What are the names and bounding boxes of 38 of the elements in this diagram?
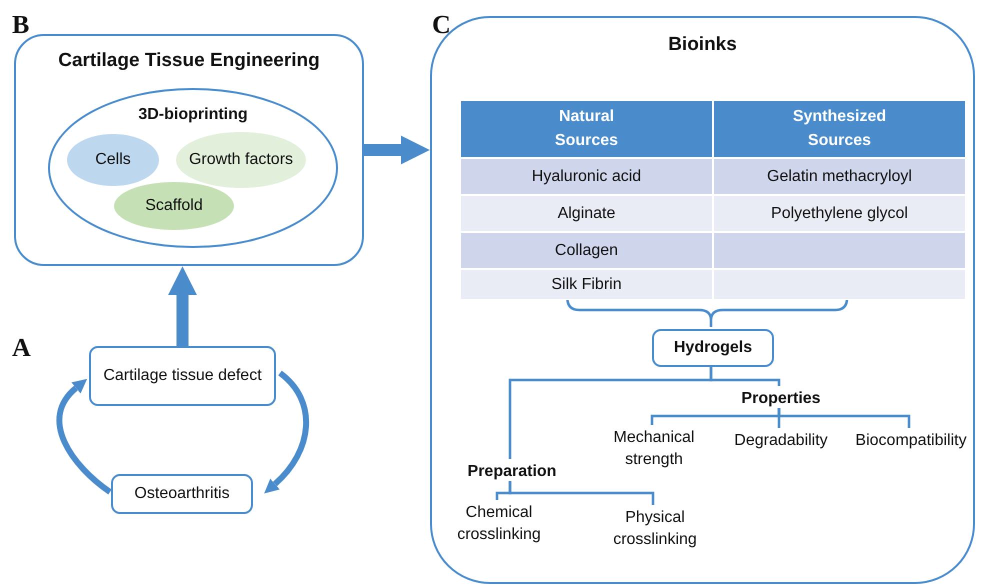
curved-arrow xyxy=(264,370,309,494)
ellipse-node: Cells xyxy=(67,134,159,186)
connector-line xyxy=(508,481,654,505)
process-box: Hydrogels xyxy=(652,329,774,367)
table-cell: Collagen xyxy=(461,233,712,268)
curved-arrow xyxy=(56,378,112,494)
process-box: Cartilage tissue defect xyxy=(89,346,276,406)
branch-label: Degradability xyxy=(720,430,842,452)
ellipse-node: Scaffold xyxy=(114,182,234,230)
table-header-cell: Synthesized Sources xyxy=(714,101,965,157)
group-title: Bioinks xyxy=(667,34,738,56)
process-box: Osteoarthritis xyxy=(111,474,253,514)
table-cell: Gelatin methacryloyl xyxy=(714,159,965,194)
branch-label: Chemical crosslinking xyxy=(442,502,556,546)
branch-label: Properties xyxy=(731,388,831,410)
branch-label: Mechanical strength xyxy=(600,427,708,471)
group-title: 3D-bioprinting xyxy=(137,105,249,125)
connector-line xyxy=(778,408,910,428)
branch-label: Preparation xyxy=(457,461,567,483)
table-header-cell: Natural Sources xyxy=(461,101,712,157)
ellipse-node: Growth factors xyxy=(176,132,306,188)
group-box xyxy=(14,34,364,266)
table-cell: Silk Fibrin xyxy=(461,270,712,299)
table xyxy=(461,101,965,299)
table-cell: Alginate xyxy=(461,196,712,231)
group-box xyxy=(430,16,975,584)
table-cell: Hyaluronic acid xyxy=(461,159,712,194)
group-ellipse xyxy=(48,88,338,248)
panel-letter: C xyxy=(432,10,451,40)
table-cell: Polyethylene glycol xyxy=(714,196,965,231)
block-arrow xyxy=(364,136,430,164)
panel-letter: B xyxy=(12,10,30,40)
group-title: Cartilage Tissue Engineering xyxy=(57,50,321,72)
branch-label: Biocompatibility xyxy=(847,430,975,452)
block-arrow xyxy=(168,266,197,346)
branch-label: Physical crosslinking xyxy=(602,507,708,551)
connector-line xyxy=(508,365,712,459)
panel-letter: A xyxy=(12,333,31,363)
